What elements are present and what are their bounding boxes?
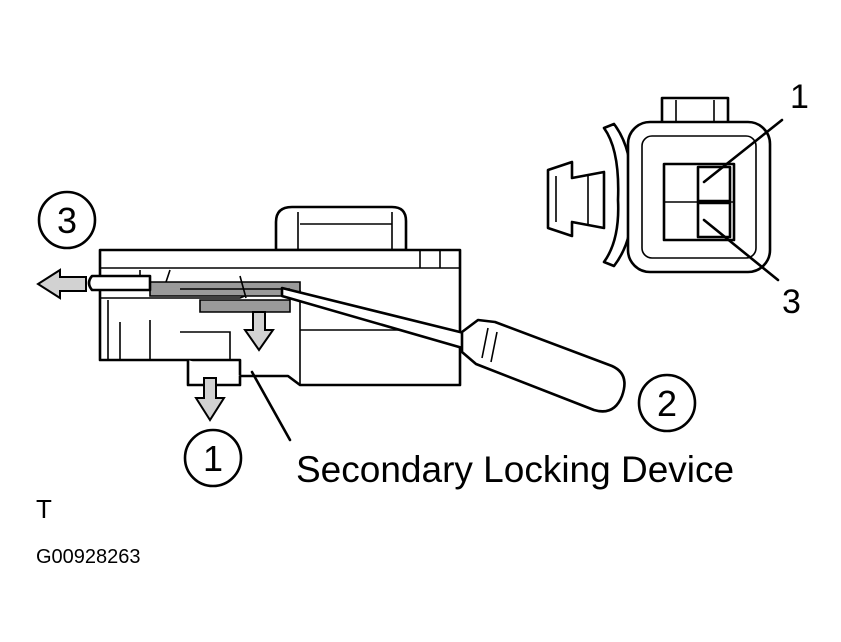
corner-mark: T [36,494,52,524]
secondary-lock-leader-line [250,370,292,442]
callout-step2-label: 2 [657,383,677,424]
callout-step3: 3 [37,190,97,250]
arrow-step3-pull-wire [36,268,87,300]
callout-step2: 2 [637,373,697,433]
callout-step1-label: 1 [203,438,223,479]
terminal-3-label: 3 [782,283,801,321]
arrow-internal-push-down [243,311,275,352]
screwdriver [280,286,626,413]
connector-front-view [546,96,772,274]
figure-id: G00928263 [36,546,141,568]
wire [87,274,152,292]
terminal-1-leader-line [702,118,784,184]
callout-step3-label: 3 [57,200,77,241]
arrow-step1-push-down [194,377,226,422]
terminal-3-leader-line [702,218,780,282]
callout-step1: 1 [183,428,243,488]
terminal-1-label: 1 [790,78,809,116]
connector-side-view [98,205,462,387]
secondary-locking-device-caption: Secondary Locking Device [296,449,734,490]
